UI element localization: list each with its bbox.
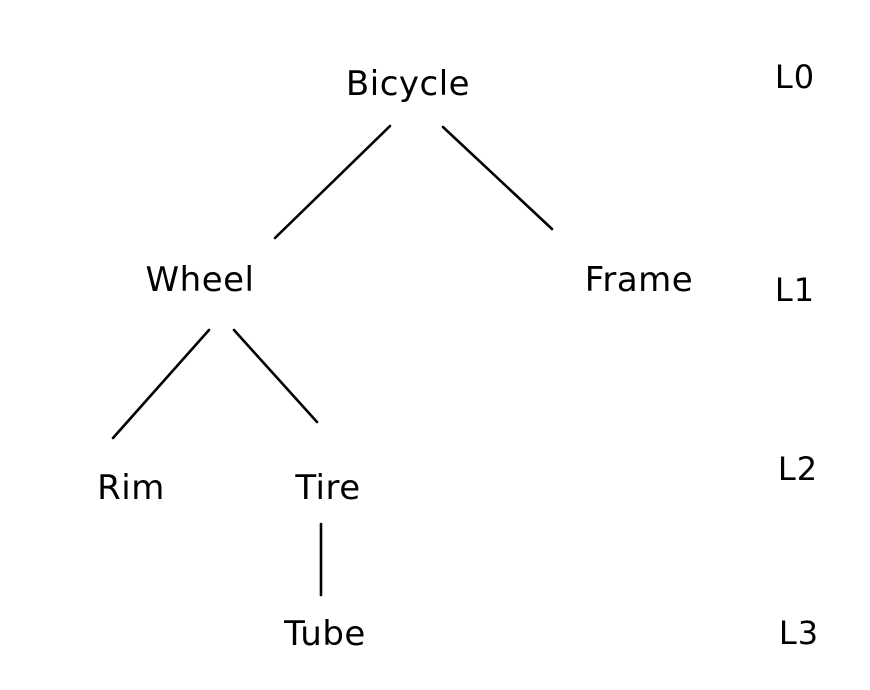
edge-wheel-rim [111, 328, 211, 440]
edge-bicycle-frame [441, 125, 554, 231]
node-tire: Tire [295, 468, 361, 508]
level-label-l3: L3 [778, 614, 820, 652]
level-label-l1: L1 [774, 271, 816, 309]
node-tube: Tube [284, 614, 366, 654]
level-label-l2: L2 [777, 450, 819, 488]
node-bicycle: Bicycle [345, 64, 471, 104]
level-label-l0: L0 [774, 58, 816, 96]
node-rim: Rim [97, 468, 165, 508]
node-wheel: Wheel [145, 260, 255, 300]
node-frame: Frame [584, 260, 694, 300]
edge-bicycle-wheel [273, 124, 392, 240]
edge-wheel-tire [232, 328, 319, 424]
